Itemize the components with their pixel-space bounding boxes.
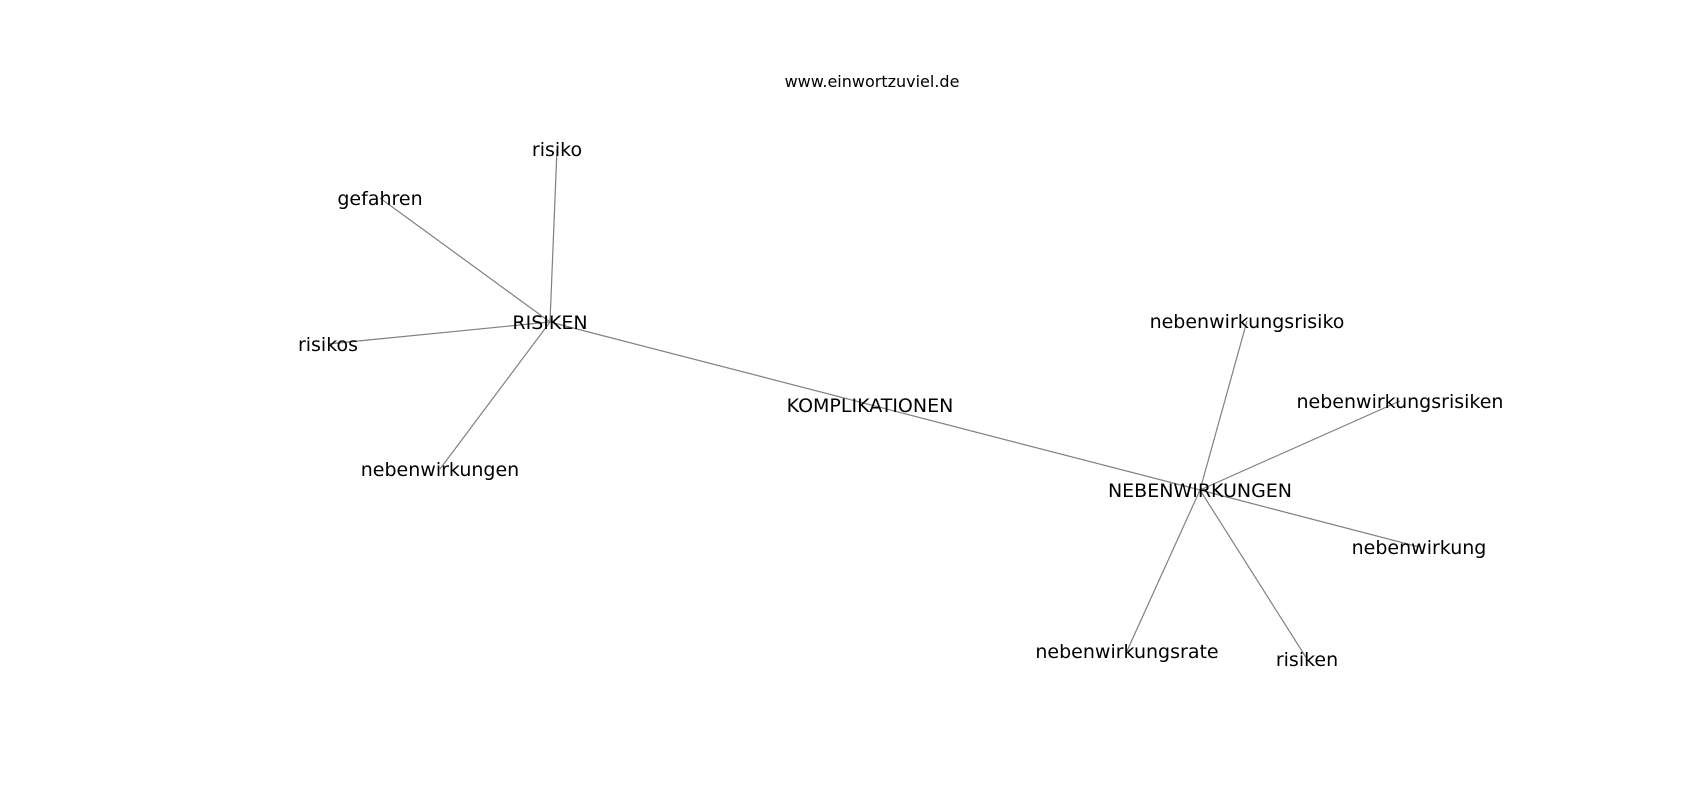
node-label-risikos: risikos xyxy=(298,334,358,356)
node-label-gefahren: gefahren xyxy=(337,188,422,210)
node-label-risiken: risiken xyxy=(1276,649,1338,671)
edge-nebenwirkungen_hub-nebenwirkungsrisiken xyxy=(1199,400,1401,491)
website-label: www.einwortzuviel.de xyxy=(785,72,960,91)
edge-nebenwirkungen_hub-risiken xyxy=(1199,489,1308,660)
labels-layer: www.einwortzuviel.de KOMPLIKATIONEN RISIK… xyxy=(298,72,1504,671)
edge-nebenwirkungen_hub-nebenwirkung xyxy=(1199,489,1420,548)
edge-risiken_hub-gefahren xyxy=(379,197,551,323)
edge-nebenwirkungen_hub-nebenwirkungsrate xyxy=(1126,489,1201,652)
edge-nebenwirkungen_hub-nebenwirkungsrisiko xyxy=(1199,320,1248,491)
edge-risiken_hub-nebenwirkungen_hub xyxy=(549,321,1201,491)
node-label-risiken_hub: RISIKEN xyxy=(512,312,587,334)
edge-risiken_hub-nebenwirkungen xyxy=(439,321,551,470)
node-label-nebenwirkungsrate: nebenwirkungsrate xyxy=(1035,641,1218,663)
node-label-risiko: risiko xyxy=(532,139,582,161)
edge-risiken_hub-risikos xyxy=(327,321,551,345)
node-label-nebenwirkung: nebenwirkung xyxy=(1352,537,1487,559)
edge-risiken_hub-risiko xyxy=(549,148,558,323)
node-label-nebenwirkungen: nebenwirkungen xyxy=(361,459,519,481)
node-label-nebenwirkungsrisiken: nebenwirkungsrisiken xyxy=(1297,391,1504,413)
node-label-komplikationen: KOMPLIKATIONEN xyxy=(787,395,954,417)
node-label-nebenwirkungsrisiko: nebenwirkungsrisiko xyxy=(1150,311,1345,333)
node-label-nebenwirkungen_hub: NEBENWIRKUNGEN xyxy=(1108,480,1292,502)
edges-layer xyxy=(327,148,1420,660)
